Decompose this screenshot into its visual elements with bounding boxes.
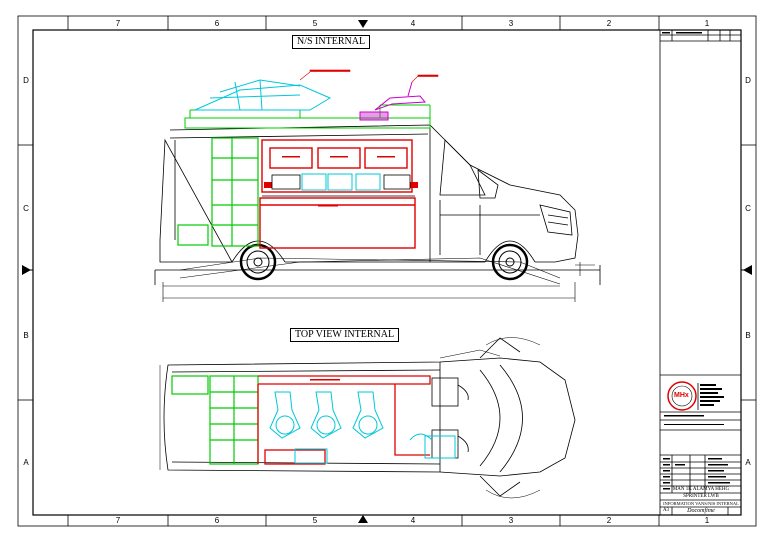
zone-col-2-bottom: 2	[606, 516, 612, 525]
zone-col-4-top: 4	[410, 19, 416, 28]
top-cyan-box	[294, 448, 328, 464]
zone-row-a-left: A	[23, 458, 29, 467]
top-furniture	[171, 375, 259, 465]
zone-col-6-bottom: 6	[214, 516, 220, 525]
outer-border	[17, 15, 757, 527]
side-furniture	[177, 137, 259, 247]
top-dimension	[159, 349, 501, 470]
signature: Docomfime	[687, 508, 715, 514]
mhx-logo	[667, 381, 697, 411]
top-operator-chairs	[269, 391, 456, 459]
side-desk	[262, 174, 415, 197]
row-ticks	[18, 144, 756, 401]
project-line-2: SPRINTER LWB	[683, 494, 719, 499]
zone-col-5-bottom: 5	[312, 516, 318, 525]
zone-row-b-right: B	[745, 331, 751, 340]
top-view-title: TOP VIEW INTERNAL	[290, 328, 400, 342]
zone-row-a-right: A	[745, 458, 751, 467]
zone-col-7-top: 7	[115, 19, 121, 28]
zone-row-d-right: D	[745, 76, 751, 85]
zone-col-3-top: 3	[508, 19, 514, 28]
zone-col-6-top: 6	[214, 19, 220, 28]
project-line-1: MAN 1K ALAMYA HEHG	[672, 487, 730, 492]
zone-row-d-left: D	[23, 76, 29, 85]
zone-row-b-left: B	[23, 331, 29, 340]
roof-antenna	[359, 81, 427, 121]
zone-col-1-bottom: 1	[704, 516, 710, 525]
inner-border	[32, 29, 742, 516]
roof-rack	[184, 104, 431, 129]
sheet-size: A3	[662, 508, 670, 513]
logo-text: MHx	[674, 392, 689, 399]
side-view-van	[154, 124, 601, 302]
van-body-outline	[159, 124, 579, 263]
zone-row-c-left: C	[23, 204, 29, 213]
top-red-bench	[257, 375, 431, 465]
centre-arrows	[22, 20, 752, 523]
title-block-frame	[659, 29, 742, 516]
zone-col-3-bottom: 3	[508, 516, 514, 525]
side-monitors	[301, 173, 381, 191]
title-block-fine-print	[662, 32, 730, 490]
zone-row-c-right: C	[745, 204, 751, 213]
side-view-title: N/S INTERNAL	[292, 35, 371, 49]
zone-col-7-bottom: 7	[115, 516, 121, 525]
top-view-van	[163, 337, 576, 499]
zone-col-2-top: 2	[606, 19, 612, 28]
top-van-outline	[163, 357, 576, 477]
zone-col-5-top: 5	[312, 19, 318, 28]
zone-col-1-top: 1	[704, 19, 710, 28]
drawing-title: INFORMATION VANS/NIS INTERNAL	[663, 501, 739, 506]
top-red-labels	[310, 379, 340, 381]
antenna-callouts	[299, 69, 439, 83]
zone-col-4-bottom: 4	[410, 516, 416, 525]
side-red-labels	[264, 156, 418, 207]
roof-dish	[194, 79, 332, 111]
column-ticks	[67, 16, 660, 526]
